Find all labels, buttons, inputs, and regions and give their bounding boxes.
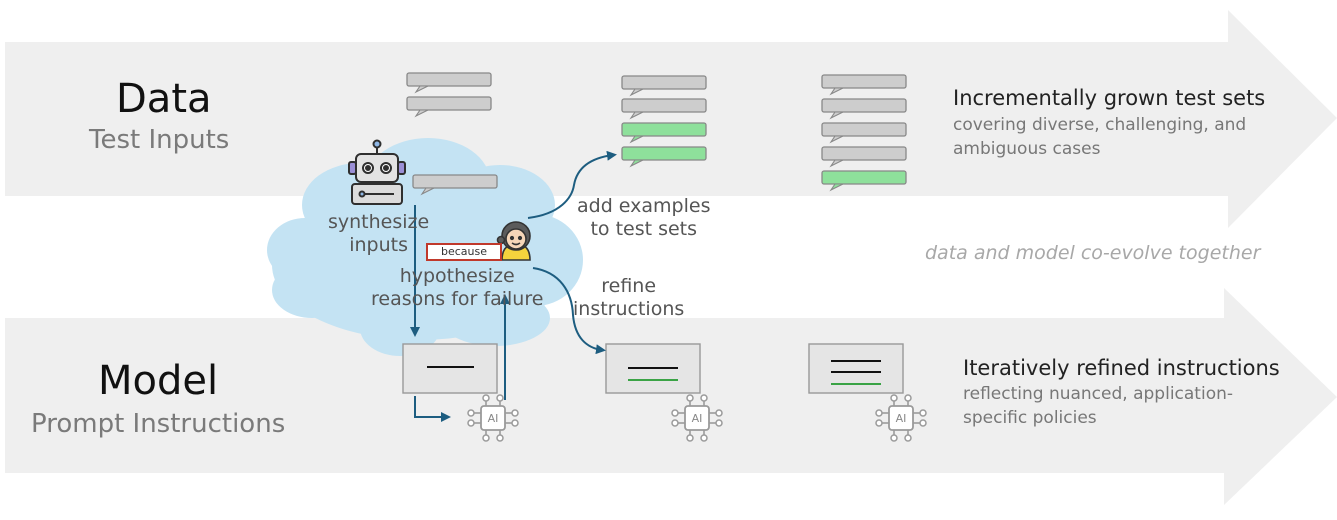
test-set-initial: [406, 72, 492, 118]
robot-icon: [348, 139, 406, 205]
speech-bubble-new: [621, 146, 707, 168]
instruction-box-initial: [402, 343, 498, 394]
speech-bubble: [821, 74, 907, 96]
arrow-add-examples: [527, 150, 617, 219]
speech-bubble: [821, 146, 907, 168]
speech-bubble: [406, 72, 492, 94]
step-add-examples: add examples to test sets: [577, 195, 711, 240]
ai-chip-icon: AI: [875, 394, 927, 442]
speech-bubble-new: [621, 122, 707, 144]
speech-bubble-new: [821, 170, 907, 192]
because-tag: because: [426, 243, 502, 261]
ai-chip-label: AI: [488, 412, 499, 425]
test-sets-heading: Incrementally grown test sets: [953, 86, 1266, 110]
ai-chip-label: AI: [692, 412, 703, 425]
synthesized-input: [412, 174, 498, 196]
step-synthesize-inputs: synthesize inputs: [328, 211, 430, 256]
instruction-box-refined: [605, 343, 701, 394]
test-set-grown: [621, 75, 707, 168]
ai-chip-icon: AI: [671, 394, 723, 442]
model-row-title: Model: [98, 358, 219, 404]
step-hypothesize-reasons: hypothesize reasons for failure: [371, 265, 544, 310]
step-refine-instructions: refine instructions: [573, 275, 685, 320]
arrow-refine: [532, 267, 606, 355]
data-row-subtitle: Test Inputs: [89, 125, 230, 155]
speech-bubble: [821, 98, 907, 120]
test-sets-detail: covering diverse, challenging, and ambig…: [953, 115, 1247, 159]
model-row-subtitle: Prompt Instructions: [31, 409, 286, 439]
arrow-box-to-chip: [414, 396, 451, 422]
data-row-title: Data: [116, 76, 212, 122]
speech-bubble: [412, 174, 498, 196]
flow-arrows: [410, 150, 617, 422]
speech-bubble: [621, 98, 707, 120]
instructions-heading: Iteratively refined instructions: [963, 356, 1280, 380]
instruction-box-final: [808, 343, 904, 394]
ai-chip-icon: AI: [467, 394, 519, 442]
person-icon: [496, 221, 531, 261]
ai-chip-label: AI: [896, 412, 907, 425]
instructions-detail: reflecting nuanced, application- specifi…: [963, 384, 1233, 428]
model-band-arrow: [5, 288, 1337, 505]
speech-bubble: [821, 122, 907, 144]
coevolve-note: data and model co-evolve together: [925, 242, 1261, 264]
speech-bubble: [621, 75, 707, 97]
test-set-final: [821, 74, 907, 192]
speech-bubble: [406, 96, 492, 118]
